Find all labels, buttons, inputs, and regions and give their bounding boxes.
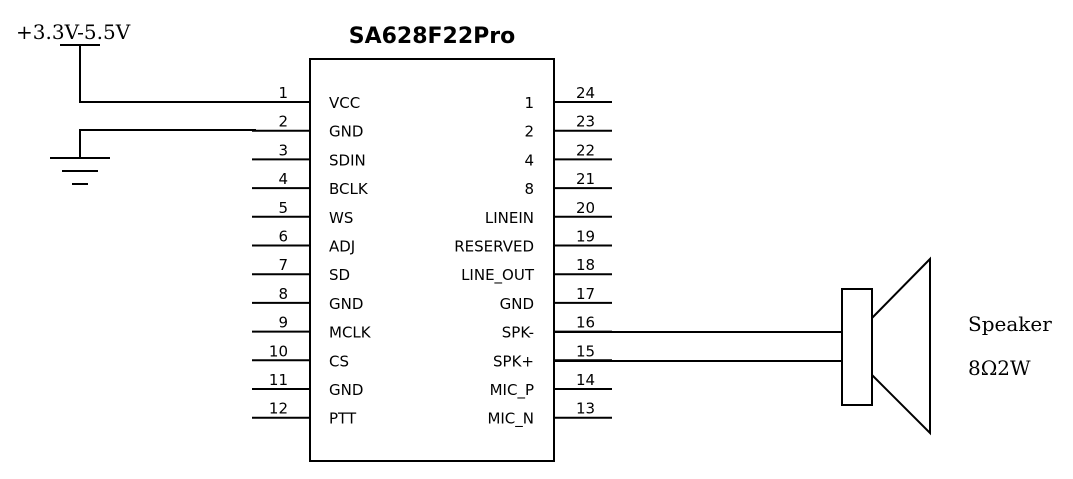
pin-label: GND — [329, 295, 363, 313]
pin-label: SPK+ — [493, 352, 534, 370]
pin-number: 8 — [278, 285, 288, 303]
pin-label: PTT — [329, 410, 357, 428]
right-pin: 23 2 — [524, 113, 612, 141]
pin-label: GND — [329, 381, 363, 399]
right-pin: 24 1 — [524, 84, 612, 112]
pin-label: VCC — [329, 94, 360, 112]
pin-number: 4 — [278, 170, 288, 188]
pin-number: 11 — [269, 371, 288, 389]
pin-label: RESERVED — [454, 238, 534, 256]
pin-label: GND — [500, 295, 534, 313]
pin-number: 9 — [278, 314, 288, 332]
pin-number: 1 — [278, 84, 288, 102]
pin-number: 24 — [576, 84, 595, 102]
pin-number: 18 — [576, 256, 595, 274]
left-pin: 5WS — [252, 199, 353, 227]
pin-number: 5 — [278, 199, 288, 217]
pin-label: 1 — [524, 94, 534, 112]
pin-label: SD — [329, 266, 350, 284]
pin-label: 2 — [524, 123, 534, 141]
pin-number: 10 — [269, 342, 288, 360]
pin-label: MCLK — [329, 324, 372, 342]
pin-number: 12 — [269, 400, 288, 418]
pin-label: 4 — [524, 151, 534, 169]
pin-label: WS — [329, 209, 353, 227]
speaker-icon — [841, 256, 931, 436]
left-pin: 7SD — [252, 256, 350, 284]
pin-number: 17 — [576, 285, 595, 303]
pin-number: 19 — [576, 228, 595, 246]
pin-label: CS — [329, 352, 349, 370]
vcc-wire — [79, 45, 256, 103]
pin-number: 3 — [278, 141, 288, 159]
speaker-name: Speaker — [968, 312, 1052, 336]
chip-title: SA628F22Pro — [349, 24, 516, 49]
speaker-rating: 8Ω2W — [968, 356, 1031, 380]
pin-number: 21 — [576, 170, 595, 188]
right-pin: 21 8 — [524, 170, 612, 198]
pin-number: 6 — [278, 228, 288, 246]
pin-number: 20 — [576, 199, 595, 217]
pin-label: SDIN — [329, 151, 366, 169]
ground-symbol-icon — [50, 157, 110, 185]
pin-number: 16 — [576, 314, 595, 332]
pin-label: BCLK — [329, 180, 369, 198]
pin-number: 15 — [576, 342, 595, 360]
pin-number: 7 — [278, 256, 288, 274]
pin-label: SPK- — [502, 324, 534, 342]
pin-label: LINE_OUT — [461, 266, 535, 285]
pin-number: 13 — [576, 400, 595, 418]
pin-number: 14 — [576, 371, 595, 389]
pin-number: 22 — [576, 141, 595, 159]
pin-label: LINEIN — [485, 209, 534, 227]
power-supply-label: +3.3V-5.5V — [16, 20, 131, 44]
pin-label: ADJ — [329, 238, 355, 256]
pin-label: GND — [329, 123, 363, 141]
chip-body — [309, 58, 555, 462]
gnd-wire — [79, 129, 256, 158]
left-pin-group: 1VCC2GND3SDIN4BCLK5WS6ADJ7SD8GND9MCLK10C… — [252, 84, 372, 428]
pin-label: MIC_P — [490, 381, 534, 400]
pin-number: 2 — [278, 113, 288, 131]
pin-label: 8 — [524, 180, 534, 198]
pin-number: 23 — [576, 113, 595, 131]
right-pin: 22 4 — [524, 141, 612, 169]
right-pin-group: 24123222421820LINEIN19RESERVED18LINE_OUT… — [454, 84, 612, 429]
pin-label: MIC_N — [487, 410, 534, 429]
